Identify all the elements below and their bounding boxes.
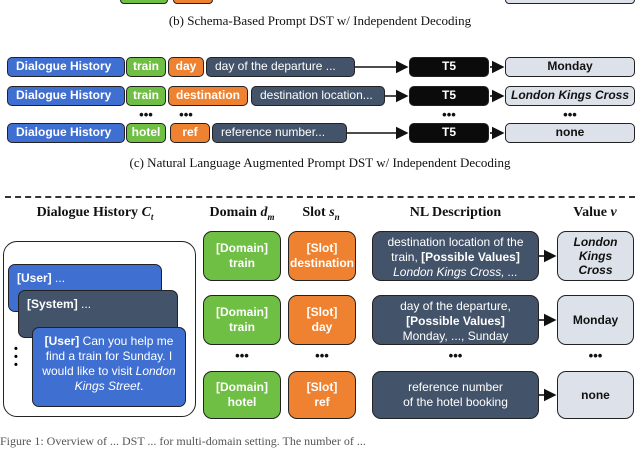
header-slot: Slot sn [302,205,340,222]
row3-domain: hotel [126,123,166,143]
header-domain: Domain dm [209,205,275,222]
row1-value: Monday [505,57,635,77]
header-nl-description: NL Description [409,205,502,220]
d-row3-value: none [557,371,634,419]
section-c-arrows [347,60,505,140]
d-row1-value: London Kings Cross [557,231,634,281]
d-row2-domain: [Domain]train [203,295,281,345]
d-row3-slot: [Slot]ref [288,371,356,419]
row2-value: London Kings Cross [505,86,635,106]
message-user-2: [User] Can you help me find a train for … [32,327,186,407]
row2-model: T5 [409,86,489,106]
d-row3-domain: [Domain]hotel [203,371,281,419]
dialogue-history-container [3,241,196,417]
row1-domain: train [126,57,166,77]
row2-history: Dialogue History [7,86,125,106]
d-dots-description: ••• [448,348,463,363]
header-dialogue-history: Dialogue History Ct [36,205,154,222]
row2-description: destination location... [251,86,385,106]
section-c-dots-value: ••• [563,107,577,122]
d-row2-description: day of the departure, [Possible Values]M… [372,295,539,345]
dashed-separator [5,196,635,198]
caption-c: (c) Natural Language Augmented Prompt DS… [129,155,511,170]
d-row3-description: reference number of the hotel booking [372,371,539,419]
row1-description: day of the departure ... [206,57,355,77]
d-dots-domain: ••• [235,348,249,363]
row1-slot: day [168,57,204,77]
section-c-dots-slot: ••• [179,107,193,122]
row3-value: none [505,123,635,143]
d-row2-value: Monday [557,295,634,345]
d-row1-domain: [Domain]train [203,231,281,281]
d-row2-slot: [Slot]day [288,295,356,345]
row2-domain: train [126,86,166,106]
history-side-dots: • • • [14,343,18,371]
row3-history: Dialogue History [7,123,125,143]
header-value: Value v [573,205,617,220]
d-row1-description: destination location of the train, [Poss… [372,231,539,281]
section-c-dots-model: ••• [442,107,456,122]
row3-model: T5 [409,123,489,143]
d-row1-slot: [Slot]destination [288,231,356,281]
section-c-dots-domain: ••• [139,107,153,122]
figure-footer: Figure 1: Overview of ... DST ... for mu… [0,434,366,448]
row1-model: T5 [409,57,489,77]
row3-slot: ref [170,123,210,143]
row2-slot: destination [168,86,248,106]
d-dots-slot: ••• [315,348,329,363]
row1-history: Dialogue History [7,57,125,77]
row3-description: reference number... [212,123,347,143]
caption-b: (b) Schema-Based Prompt DST w/ Independe… [168,13,472,28]
d-dots-value: ••• [588,348,603,363]
